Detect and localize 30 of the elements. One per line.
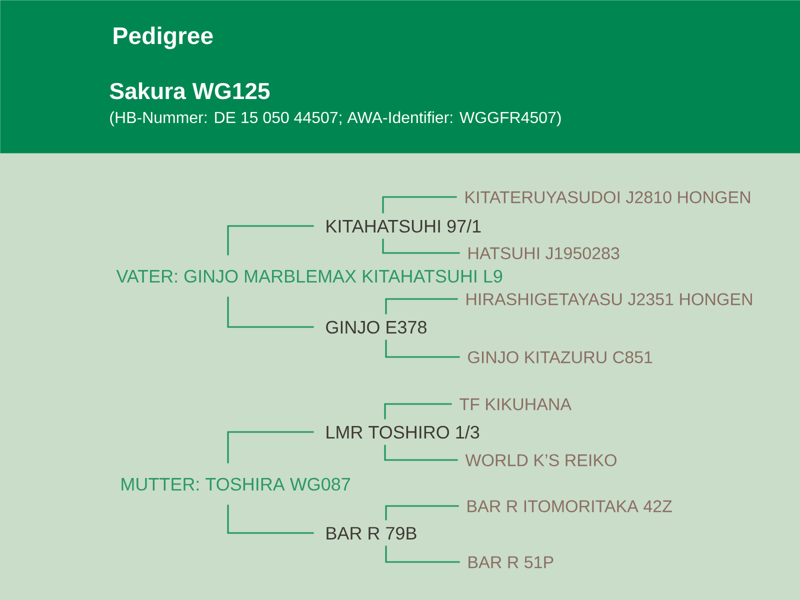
great-grandparent-name: WORLD K’S REIKO — [465, 454, 616, 466]
pedigree-line — [385, 340, 460, 358]
pedigree-line — [385, 546, 460, 563]
grandparent-name: BAR R 79B — [326, 526, 416, 540]
grandparent-name: GINJO E378 — [326, 320, 426, 334]
pedigree-line — [382, 238, 460, 254]
great-grandparent-name: HATSUHI J1950283 — [468, 247, 620, 260]
pedigree-line — [385, 505, 459, 520]
pedigree-line — [227, 225, 314, 256]
heading: Pedigree — [114, 26, 213, 50]
pedigree-line — [227, 296, 314, 328]
header-band — [0, 0, 800, 154]
grandparent-name: LMR TOSHIRO 1/3 — [326, 425, 480, 439]
grandparent-name: KITAHATSUHI 97/1 — [326, 219, 481, 233]
animal-name: Sakura WG125 — [110, 82, 270, 100]
pedigree-line — [382, 196, 457, 214]
pedigree-line — [385, 298, 458, 314]
great-grandparent-name: BAR R ITOMORITAKA 42Z — [468, 500, 672, 512]
great-grandparent-name: GINJO KITAZURU C851 — [468, 351, 652, 364]
great-grandparent-name: HIRASHIGETAYASU J2351 HONGEN — [466, 293, 752, 306]
great-grandparent-name: TF KIKUHANA — [460, 398, 572, 410]
pedigree-line — [227, 504, 314, 534]
pedigree-line — [384, 444, 458, 461]
great-grandparent-name: BAR R 51P — [468, 556, 554, 568]
parent-name: VATER: GINJO MARBLEMAX KITAHATSUHI L9 — [116, 270, 502, 283]
parent-name: MUTTER: TOSHIRA WG087 — [122, 478, 350, 491]
pedigree-line — [227, 431, 314, 464]
registration-numbers: (HB-Nummer: DE 15 050 44507; AWA-Identifier: WGGFR4507) — [110, 111, 561, 126]
great-grandparent-name: KITATERUYASUDOI J2810 HONGEN — [466, 191, 750, 204]
pedigree-line — [384, 403, 452, 420]
